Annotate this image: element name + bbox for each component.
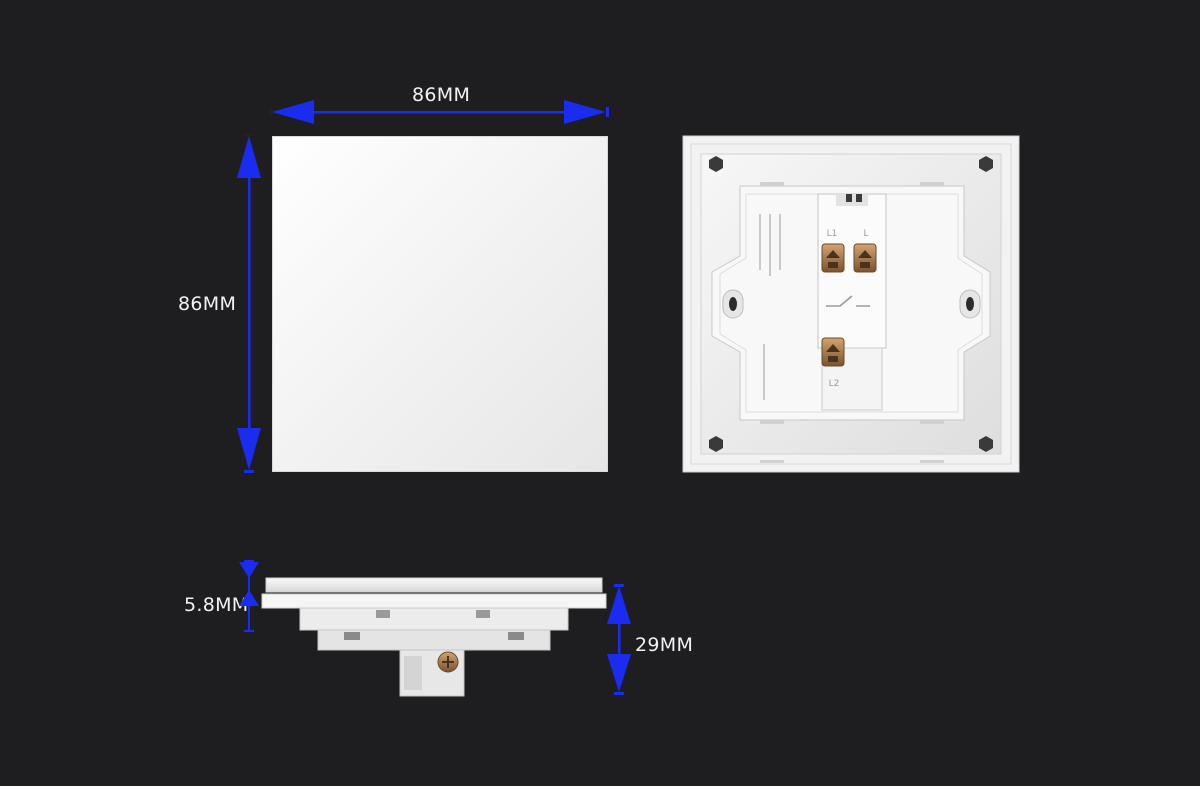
height-dimension-arrow [237, 134, 261, 473]
thickness-dimension-arrow [239, 560, 259, 632]
switch-back-view: L1 L L2 [682, 135, 1020, 473]
terminal-top-right [853, 243, 877, 273]
terminal-bottom [821, 337, 845, 367]
width-label: 86MM [412, 84, 471, 106]
thickness-label: 5.8MM [184, 594, 249, 616]
switch-side-view [261, 577, 607, 697]
width-dimension-arrow [270, 100, 609, 124]
terminal-marking-l: L [863, 229, 868, 239]
terminal-marking-l2: L2 [829, 379, 840, 389]
terminal-marking-l1: L1 [827, 229, 838, 239]
switch-front-panel [272, 136, 608, 472]
terminal-top-left [821, 243, 845, 273]
depth-dimension-arrow [607, 584, 631, 695]
height-label: 86MM [178, 293, 237, 315]
depth-label: 29MM [635, 634, 694, 656]
